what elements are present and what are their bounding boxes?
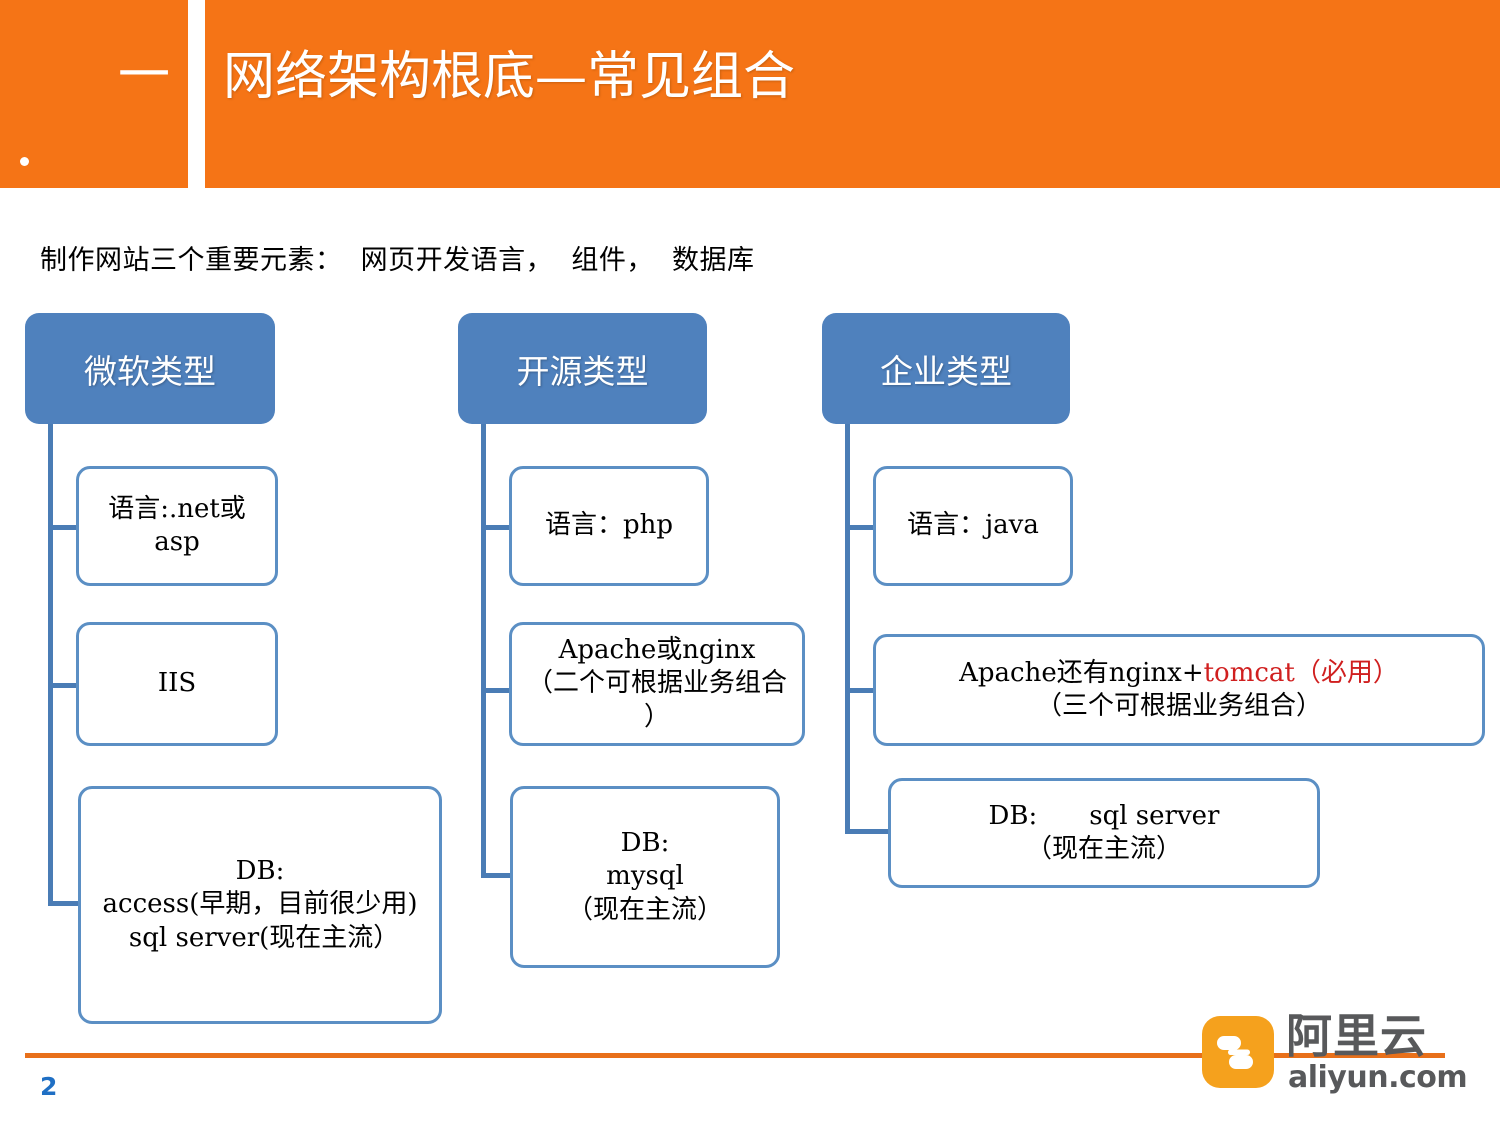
leaf-box-ms-language[interactable]: 语言:.net或 asp <box>76 466 278 586</box>
connector-trunk-col3 <box>845 424 850 834</box>
header-title-block: 网络架构根底—常见组合 <box>205 0 1500 188</box>
aliyun-cloud-icon <box>1202 1016 1274 1088</box>
leaf-box-ms-db[interactable]: DB: access(早期，目前很少用) sql server(现在主流） <box>78 786 442 1024</box>
connector-trunk-col2 <box>481 424 486 878</box>
category-label: 开源类型 <box>516 351 649 391</box>
leaf-text: DB: mysql （现在主流） <box>566 828 723 925</box>
category-box-enterprise[interactable]: 企业类型 <box>822 313 1070 424</box>
leaf-text: 语言：php <box>544 510 674 541</box>
connector-stub-col1-item1 <box>48 525 78 530</box>
leaf-text: 语言:.net或 asp <box>108 493 246 557</box>
category-box-opensource[interactable]: 开源类型 <box>458 313 707 424</box>
leaf-text-line1-red: tomcat（必用） <box>1203 657 1399 688</box>
leaf-box-ent-db[interactable]: DB: sql server （现在主流） <box>888 778 1320 888</box>
leaf-text: DB: sql server （现在主流） <box>988 800 1220 864</box>
header-index-label: 一 <box>117 46 170 106</box>
subtitle-text: 制作网站三个重要元素： 网页开发语言， 组件， 数据库 <box>40 245 755 276</box>
leaf-text: IIS <box>157 668 197 699</box>
connector-stub-col3-item1 <box>845 525 875 530</box>
connector-stub-col1-item2 <box>48 683 78 688</box>
leaf-box-ent-server[interactable]: Apache还有nginx+tomcat（必用）（三个可根据业务组合） <box>873 634 1485 746</box>
leaf-box-os-language[interactable]: 语言：php <box>509 466 709 586</box>
aliyun-logo: 阿里云 aliyun.com <box>1202 1012 1482 1097</box>
aliyun-logo-en: aliyun.com <box>1288 1060 1468 1095</box>
connector-stub-col3-item3 <box>845 829 891 834</box>
connector-trunk-col1 <box>48 424 53 906</box>
footer-divider <box>25 1053 1445 1058</box>
leaf-box-os-db[interactable]: DB: mysql （现在主流） <box>510 786 780 968</box>
leaf-box-ms-server[interactable]: IIS <box>76 622 278 746</box>
leaf-box-os-server[interactable]: Apache或nginx （二个可根据业务组合 ） <box>509 622 805 746</box>
leaf-text-line2: （三个可根据业务组合） <box>1035 691 1322 721</box>
connector-stub-col3-item2 <box>845 688 875 693</box>
leaf-text: 语言：java <box>907 510 1039 541</box>
page-number: 2 <box>40 1072 58 1101</box>
category-label: 企业类型 <box>880 351 1012 391</box>
header-index-block: 一 <box>0 0 188 188</box>
leaf-text: Apache或nginx （二个可根据业务组合 ） <box>526 635 787 732</box>
bullet-dot-icon <box>20 157 29 166</box>
leaf-text-multiline: Apache还有nginx+tomcat（必用）（三个可根据业务组合） <box>876 657 1482 724</box>
connector-stub-col1-item3 <box>48 901 80 906</box>
leaf-text: DB: access(早期，目前很少用) sql server(现在主流） <box>102 856 418 953</box>
leaf-text-line1-black: Apache还有nginx+ <box>959 657 1204 688</box>
category-box-microsoft[interactable]: 微软类型 <box>25 313 275 424</box>
aliyun-logo-cn: 阿里云 <box>1286 1009 1427 1063</box>
connector-stub-col2-item3 <box>481 873 513 878</box>
connector-stub-col2-item2 <box>481 688 511 693</box>
connector-stub-col2-item1 <box>481 525 511 530</box>
leaf-box-ent-language[interactable]: 语言：java <box>873 466 1073 586</box>
category-label: 微软类型 <box>84 351 216 391</box>
page-title: 网络架构根底—常见组合 <box>223 47 796 107</box>
